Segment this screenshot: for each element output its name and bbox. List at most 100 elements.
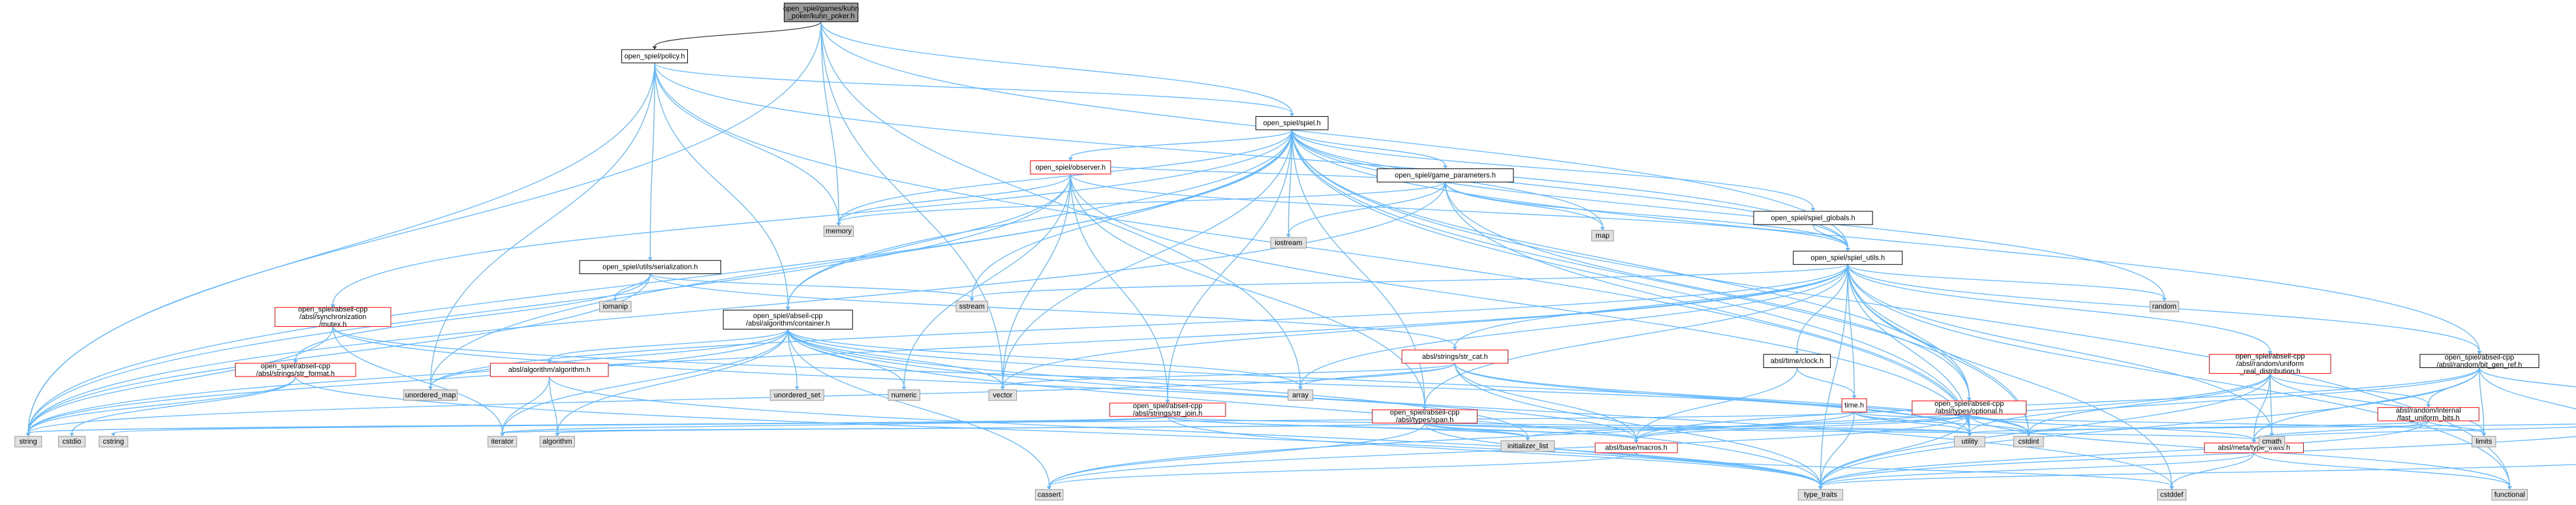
edge-policy-to-container xyxy=(654,63,788,307)
node-label-algorithm_h: absl/algorithm/algorithm.h xyxy=(508,366,591,374)
edge-spiel_utils-to-sstream xyxy=(971,264,1848,299)
edge-mutex-to-macros xyxy=(332,326,1637,440)
node-str_format[interactable]: open_spiel/abseil-cpp/absl/strings/str_f… xyxy=(235,362,356,378)
node-str_join[interactable]: open_spiel/abseil-cpp/absl/strings/str_j… xyxy=(1109,403,1226,418)
edge-kuhn-to-spiel xyxy=(820,22,1293,114)
node-serialization[interactable]: open_spiel/utils/serialization.h xyxy=(579,260,721,275)
node-mutex[interactable]: open_spiel/abseil-cpp/absl/synchronizati… xyxy=(274,306,392,329)
edge-fast_uniform-to-limits xyxy=(2428,420,2485,434)
edge-observer-to-string xyxy=(27,174,1071,433)
node-uniform[interactable]: open_spiel/abseil-cpp/absl/random/unifor… xyxy=(2209,353,2331,376)
node-label-unordered_set: unordered_set xyxy=(774,391,820,399)
edge-spiel-to-utility xyxy=(1291,129,1970,433)
node-container[interactable]: open_spiel/abseil-cpp/absl/algorithm/con… xyxy=(722,309,853,329)
edge-str_join-to-iterator xyxy=(502,416,1168,434)
edge-span-to-type_traits xyxy=(1424,423,1822,487)
node-array: array xyxy=(1288,389,1313,401)
node-label-sstream: sstream xyxy=(959,303,985,311)
node-label-str_join: open_spiel/abseil-cpp xyxy=(1133,403,1202,410)
arrowhead-macros-to-cassert xyxy=(1047,486,1052,490)
arrowhead-spiel-to-observer xyxy=(1068,157,1073,161)
edge-serialization-to-sstream xyxy=(649,273,972,299)
edge-spiel-to-string xyxy=(27,129,1293,433)
edge-str_cat-to-string xyxy=(27,363,1455,434)
node-observer[interactable]: open_spiel/observer.h xyxy=(1030,160,1111,175)
edge-game_parameters-to-spiel_utils xyxy=(1444,181,1848,249)
arrowhead-fast_uniform-to-limits xyxy=(2481,433,2487,436)
edge-observer-to-utility xyxy=(1070,174,1970,433)
node-cstdint: cstdint xyxy=(2013,436,2044,448)
edge-spiel_utils-to-span xyxy=(1424,264,1848,407)
node-span[interactable]: open_spiel/abseil-cpp/absl/types/span.h xyxy=(1372,409,1478,425)
arrowhead-str_join-to-cstring xyxy=(111,433,116,436)
node-box-type_traits xyxy=(1797,489,1844,501)
edge-str_format-to-string xyxy=(27,376,296,433)
edge-clock-to-macros xyxy=(1636,367,1798,440)
arrowhead-str_format-to-cstdio xyxy=(69,433,74,436)
node-kuhn[interactable]: open_spiel/games/kuhn_poker/kuhn_poker.h xyxy=(783,3,859,22)
node-box-map xyxy=(1591,230,1614,241)
node-label-spiel_utils: open_spiel/spiel_utils.h xyxy=(1810,254,1885,262)
arrowhead-observer-to-str_join xyxy=(1165,399,1170,403)
node-map: map xyxy=(1591,230,1614,241)
node-spiel_utils[interactable]: open_spiel/spiel_utils.h xyxy=(1793,251,1903,265)
node-label-cstring: cstring xyxy=(103,438,124,446)
edge-spiel-to-container xyxy=(787,129,1293,307)
node-macros[interactable]: absl/base/macros.h xyxy=(1594,442,1678,453)
node-bit_gen_ref[interactable]: open_spiel/abseil-cpp/absl/random/bit_ge… xyxy=(2419,354,2539,369)
edge-str_cat-to-vector xyxy=(1002,363,1455,388)
node-str_cat[interactable]: absl/strings/str_cat.h xyxy=(1401,349,1509,364)
edge-optional-to-macros xyxy=(1636,414,1970,440)
edge-time_h-to-string xyxy=(27,411,1855,434)
edge-span-to-cassert xyxy=(1048,423,1425,487)
node-box-functional xyxy=(2491,489,2528,501)
edge-type_traits_h-to-type_traits xyxy=(1820,452,2255,487)
node-box-clock xyxy=(1763,354,1831,369)
node-label-mutex: /mutex.h xyxy=(319,321,347,329)
node-game_parameters[interactable]: open_spiel/game_parameters.h xyxy=(1376,168,1514,183)
edge-container-to-algorithm_h xyxy=(549,329,788,361)
edge-game_parameters-to-optional xyxy=(1444,182,1970,398)
edge-observer-to-container xyxy=(787,174,1071,307)
node-policy[interactable]: open_spiel/policy.h xyxy=(621,49,689,63)
node-unordered_map: unordered_map xyxy=(403,389,458,401)
node-spiel[interactable]: open_spiel/spiel.h xyxy=(1255,116,1329,130)
edge-str_cat-to-type_traits xyxy=(1454,363,1822,487)
node-label-utility: utility xyxy=(1961,438,1978,446)
node-fast_uniform[interactable]: absl/random/internal/fast_uniform_bits.h xyxy=(2377,406,2479,422)
edge-spiel-to-optional xyxy=(1291,129,1970,398)
node-box-mutex xyxy=(274,307,392,327)
node-box-container xyxy=(722,309,853,329)
edge-fast_type_id-to-type_traits xyxy=(1820,464,2576,487)
edge-time_h-to-type_traits xyxy=(1820,412,1855,487)
node-box-iostream xyxy=(1270,237,1307,249)
arrowhead-kuhn-to-policy xyxy=(652,46,657,50)
node-box-optional xyxy=(1912,400,2026,415)
edge-str_join-to-type_traits xyxy=(1167,416,1822,487)
node-iterator: iterator xyxy=(488,436,518,448)
node-algorithm_h[interactable]: absl/algorithm/algorithm.h xyxy=(489,363,609,377)
node-box-limits xyxy=(2472,436,2496,448)
node-time_h[interactable]: time.h xyxy=(1841,398,1867,412)
node-box-cstddef xyxy=(2157,489,2187,501)
node-memory: memory xyxy=(823,225,854,237)
node-label-iostream: iostream xyxy=(1275,239,1302,247)
arrowhead-spiel_utils-to-uniform xyxy=(2267,351,2273,355)
edge-spiel-to-sstream xyxy=(971,129,1293,298)
edge-bit_gen_ref-to-type_traits xyxy=(1820,367,2480,487)
edge-spiel_utils-to-functional xyxy=(1847,264,2510,487)
node-type_traits_h[interactable]: absl/meta/type_traits.h xyxy=(2204,442,2304,453)
edge-spiel_utils-to-unordered_map xyxy=(429,264,1848,387)
node-label-array: array xyxy=(1292,391,1309,399)
node-optional[interactable]: open_spiel/abseil-cpp/absl/types/optiona… xyxy=(1912,400,2026,416)
node-clock[interactable]: absl/time/clock.h xyxy=(1763,354,1831,369)
edge-span-to-macros xyxy=(1424,422,1637,440)
node-spiel_globals[interactable]: open_spiel/spiel_globals.h xyxy=(1753,211,1873,225)
node-box-algorithm_h xyxy=(489,363,609,377)
arrowhead-serialization-to-str_cat xyxy=(1452,346,1457,350)
arrowhead-spiel-to-spiel_globals xyxy=(1810,207,1816,211)
node-label-memory: memory xyxy=(826,228,852,236)
node-label-uniform: open_spiel/abseil-cpp xyxy=(2235,353,2304,361)
node-label-str_format: /absl/strings/str_format.h xyxy=(256,370,335,378)
edge-fast_uniform-to-type_traits xyxy=(1820,420,2429,487)
